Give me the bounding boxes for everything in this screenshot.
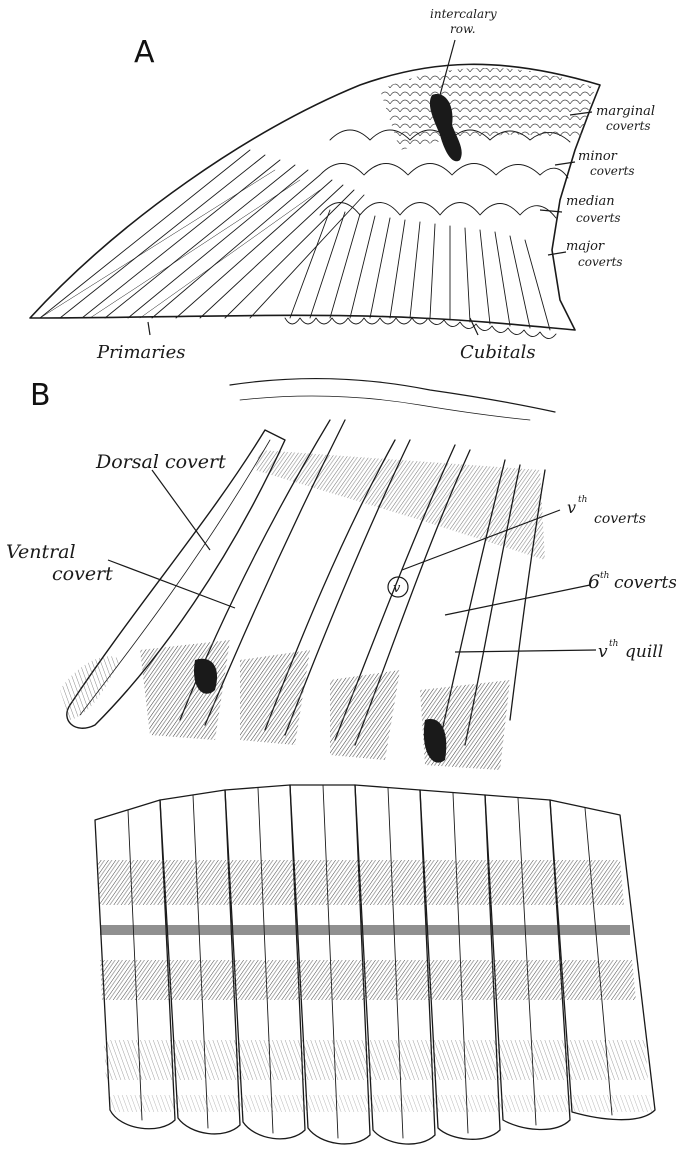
label-median-2: coverts bbox=[576, 211, 621, 225]
label-6th-coverts-sup: th bbox=[600, 571, 609, 581]
label-vth-coverts-sup: th bbox=[578, 495, 587, 505]
panel-a: A bbox=[30, 7, 655, 363]
skin-edge bbox=[230, 379, 555, 412]
label-minor-1: minor bbox=[578, 149, 618, 164]
label-vth-coverts-word: coverts bbox=[594, 511, 646, 527]
skin-edge-inner bbox=[240, 396, 530, 420]
label-median-1: median bbox=[566, 194, 615, 209]
label-ventral-2: covert bbox=[52, 563, 113, 585]
label-ventral-1: Ventral bbox=[6, 541, 76, 563]
label-marginal-1: marginal bbox=[596, 104, 655, 119]
label-marginal-2: coverts bbox=[606, 119, 651, 133]
label-major-1: major bbox=[566, 239, 605, 254]
label-cubitals: Cubitals bbox=[460, 342, 536, 363]
hatched-band bbox=[255, 450, 545, 560]
v-marker-label: v bbox=[393, 581, 401, 596]
label-vth-quill-sup: th bbox=[609, 639, 618, 649]
label-vth-quill-word: quill bbox=[625, 642, 663, 662]
panel-b-letter: B bbox=[30, 378, 51, 413]
label-6th-coverts-num: 6 bbox=[588, 571, 600, 593]
primaries-feathers bbox=[40, 150, 364, 318]
feather-bands bbox=[98, 860, 652, 1112]
label-vth-quill-v: v bbox=[598, 642, 608, 662]
label-6th-coverts-word: coverts bbox=[614, 573, 676, 593]
label-minor-2: coverts bbox=[590, 164, 635, 178]
label-major-2: coverts bbox=[578, 255, 623, 269]
dorsal-covert-tip-shading bbox=[60, 656, 120, 720]
label-dorsal-covert: Dorsal covert bbox=[95, 451, 226, 473]
panel-a-letter: A bbox=[134, 35, 155, 70]
label-intercalary-2: row. bbox=[450, 22, 476, 36]
panel-b: B bbox=[6, 378, 676, 1144]
covert-tip-patches bbox=[140, 640, 510, 770]
label-vth-coverts-v: v bbox=[567, 498, 576, 517]
label-intercalary-1: intercalary bbox=[430, 7, 497, 21]
label-primaries: Primaries bbox=[96, 342, 186, 363]
cubitals-feathers bbox=[285, 210, 556, 339]
